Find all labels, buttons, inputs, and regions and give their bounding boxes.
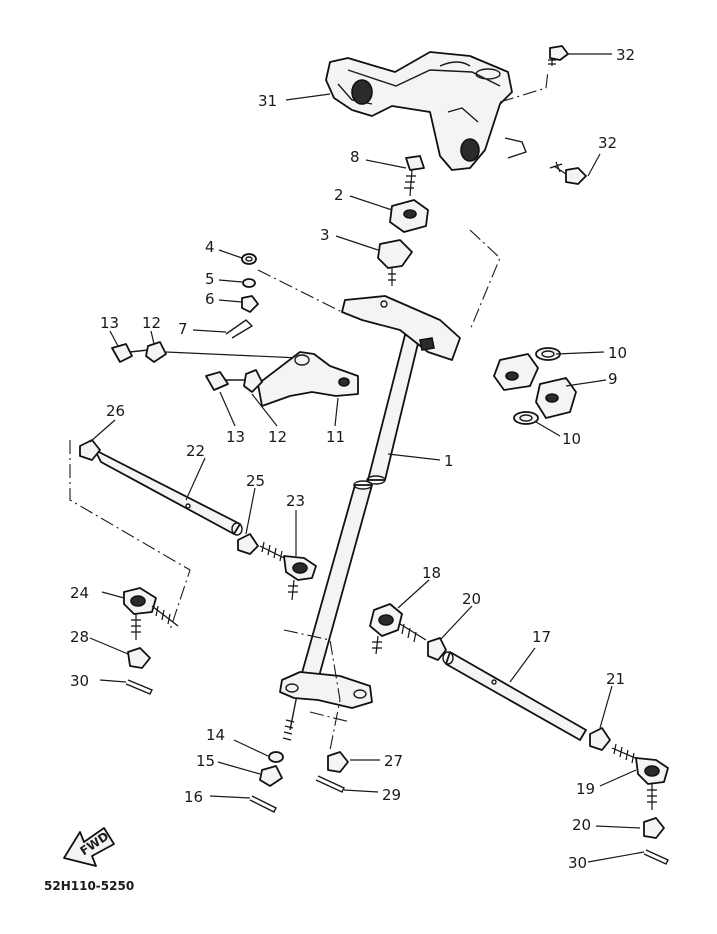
callout-12-lower: 12 xyxy=(268,428,287,446)
bolt-13-lower xyxy=(205,371,250,391)
callout-9: 9 xyxy=(608,370,618,388)
washer-4 xyxy=(241,253,257,265)
clamp-upper-2 xyxy=(389,199,429,233)
washer-14 xyxy=(268,751,284,763)
callout-28: 28 xyxy=(70,628,89,646)
washer-10-lower xyxy=(513,411,539,425)
callout-21: 21 xyxy=(606,670,625,688)
tie-rod-22 xyxy=(94,449,243,536)
callout-1: 1 xyxy=(444,452,454,470)
fwd-arrow: FWD xyxy=(63,827,115,867)
callout-16: 16 xyxy=(184,788,203,806)
steering-shaft xyxy=(282,334,421,741)
callout-10-upper: 10 xyxy=(608,344,627,362)
callout-29: 29 xyxy=(382,786,401,804)
callout-5: 5 xyxy=(205,270,215,288)
callout-23: 23 xyxy=(286,492,305,510)
callout-26: 26 xyxy=(106,402,125,420)
nut-12-lower xyxy=(243,369,263,393)
tie-rod-end-18 xyxy=(369,603,427,655)
nut-12-upper xyxy=(145,341,167,363)
callout-27: 27 xyxy=(384,752,403,770)
shaft-plate xyxy=(341,295,461,361)
callout-14: 14 xyxy=(206,726,225,744)
bolt-8 xyxy=(404,155,425,197)
cotter-29 xyxy=(315,775,345,793)
bolt-32-upper xyxy=(548,45,569,66)
clamp-lower-3 xyxy=(377,239,413,286)
leader-lines xyxy=(89,53,645,863)
callout-24: 24 xyxy=(70,584,89,602)
cotter-pin-7 xyxy=(225,319,254,339)
nut-21 xyxy=(589,727,611,751)
pitman-arm xyxy=(279,671,373,709)
bolt-13-upper xyxy=(111,343,149,363)
callout-13-lower: 13 xyxy=(226,428,245,446)
alignment-lines xyxy=(69,69,549,751)
bushing-9 xyxy=(493,353,577,419)
callout-13-upper: 13 xyxy=(100,314,119,332)
callout-32-lower: 32 xyxy=(598,134,617,152)
callout-3: 3 xyxy=(320,226,330,244)
callout-8: 8 xyxy=(350,148,360,166)
nut-15 xyxy=(259,765,283,787)
nut-28 xyxy=(127,647,151,669)
tie-rod-17 xyxy=(442,651,587,741)
callout-10-lower: 10 xyxy=(562,430,581,448)
part-code: 52H110-5250 xyxy=(44,879,134,893)
callout-17: 17 xyxy=(532,628,551,646)
cotter-30-right xyxy=(643,849,669,865)
callout-32-upper: 32 xyxy=(616,46,635,64)
nut-20-upper xyxy=(427,637,447,661)
callout-31: 31 xyxy=(258,92,277,110)
callout-12-upper: 12 xyxy=(142,314,161,332)
callout-20-lower: 20 xyxy=(572,816,591,834)
callout-15: 15 xyxy=(196,752,215,770)
nut-27 xyxy=(327,751,349,773)
bolt-32-lower xyxy=(549,161,587,185)
callout-20-upper: 20 xyxy=(462,590,481,608)
callout-7: 7 xyxy=(178,320,188,338)
tie-rod-end-19 xyxy=(611,743,669,810)
nut-25 xyxy=(237,533,259,555)
bolt-alignment-line xyxy=(165,351,301,359)
nut-20-lower xyxy=(643,817,665,839)
callout-2: 2 xyxy=(334,186,344,204)
callout-30-left: 30 xyxy=(70,672,89,690)
bracket-11 xyxy=(257,351,359,407)
callout-22: 22 xyxy=(186,442,205,460)
tie-rod-end-24 xyxy=(123,587,179,640)
callout-11: 11 xyxy=(326,428,345,446)
nut-6 xyxy=(241,295,259,313)
cotter-16 xyxy=(249,795,277,813)
callout-25: 25 xyxy=(246,472,265,490)
callout-19: 19 xyxy=(576,780,595,798)
washer-5 xyxy=(242,278,256,288)
callout-30-right: 30 xyxy=(568,854,587,872)
nut-26 xyxy=(79,439,101,461)
tie-rod-end-23 xyxy=(259,541,317,601)
callout-4: 4 xyxy=(205,238,215,256)
callout-6: 6 xyxy=(205,290,215,308)
handlebar-bracket xyxy=(325,51,527,171)
cotter-30-left xyxy=(125,679,153,695)
callout-18: 18 xyxy=(422,564,441,582)
callout-labels: 31 32 32 8 2 3 4 5 6 7 13 12 10 9 10 13 … xyxy=(70,46,635,872)
